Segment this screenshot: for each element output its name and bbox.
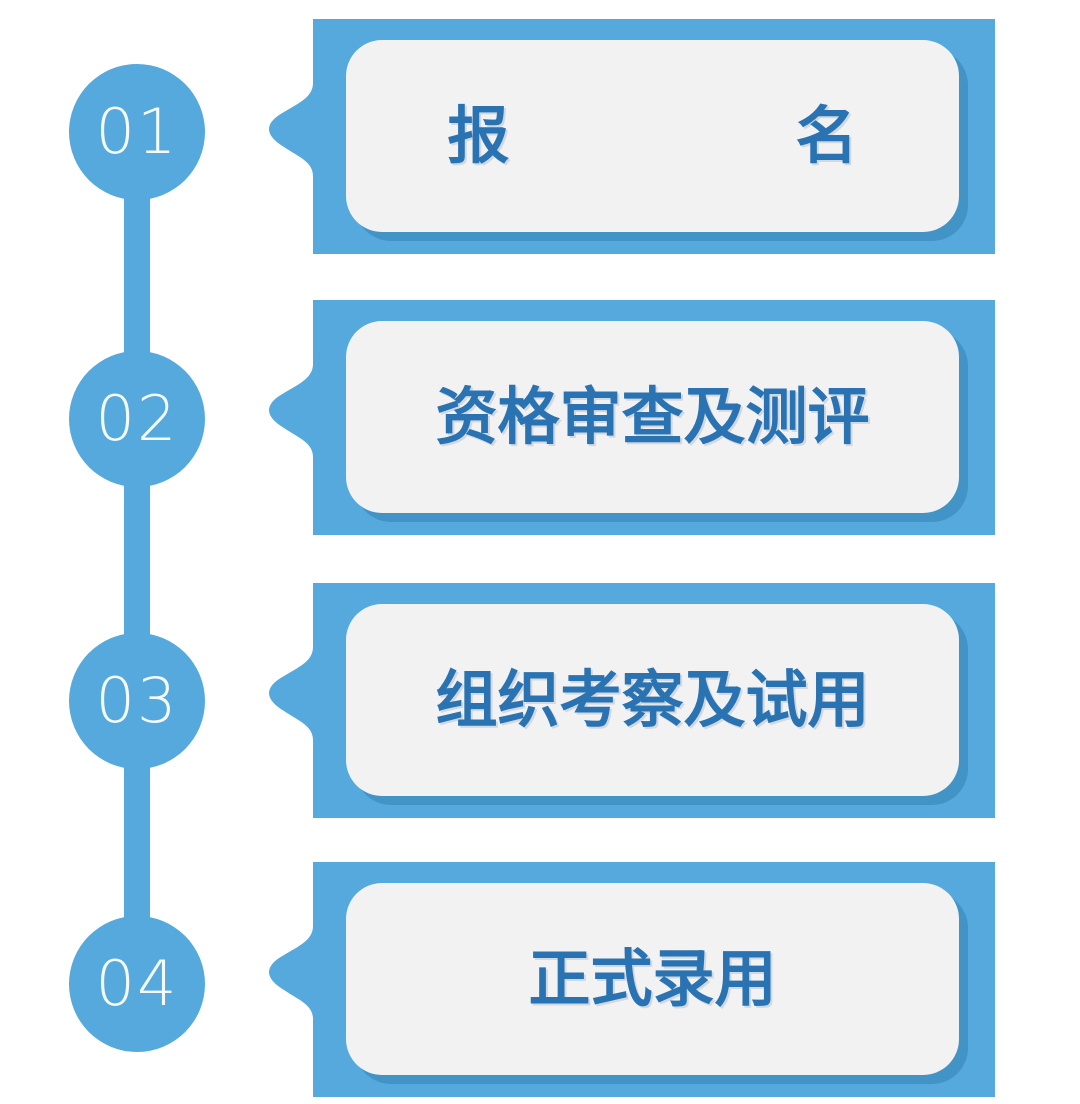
step-row-01[interactable]: 报 名 (258, 19, 995, 254)
step-row-02[interactable]: 资格审查及测评 (258, 300, 995, 535)
step-marker-04[interactable]: 04 (69, 916, 205, 1052)
rail-connector-line (124, 132, 150, 984)
step-number-02: 02 (95, 382, 179, 455)
step-row-04[interactable]: 正式录用 (258, 862, 995, 1097)
step-marker-01[interactable]: 01 (69, 64, 205, 200)
step-card-03[interactable]: 组织考察及试用 (346, 604, 959, 796)
step-number-01: 01 (95, 95, 179, 168)
step-card-04[interactable]: 正式录用 (346, 883, 959, 1075)
step-number-03: 03 (95, 664, 179, 737)
step-card-02[interactable]: 资格审查及测评 (346, 321, 959, 513)
step-marker-02[interactable]: 02 (69, 351, 205, 487)
step-label-02: 资格审查及测评 (435, 380, 870, 453)
timeline-rail: 01 02 03 04 (0, 0, 260, 1104)
step-label-04: 正式录用 (528, 942, 777, 1015)
step-number-04: 04 (95, 947, 179, 1020)
step-card-01[interactable]: 报 名 (346, 40, 959, 232)
step-row-03[interactable]: 组织考察及试用 (258, 583, 995, 818)
step-label-03: 组织考察及试用 (435, 663, 870, 736)
step-marker-03[interactable]: 03 (69, 633, 205, 769)
step-label-01: 报 名 (447, 99, 898, 172)
